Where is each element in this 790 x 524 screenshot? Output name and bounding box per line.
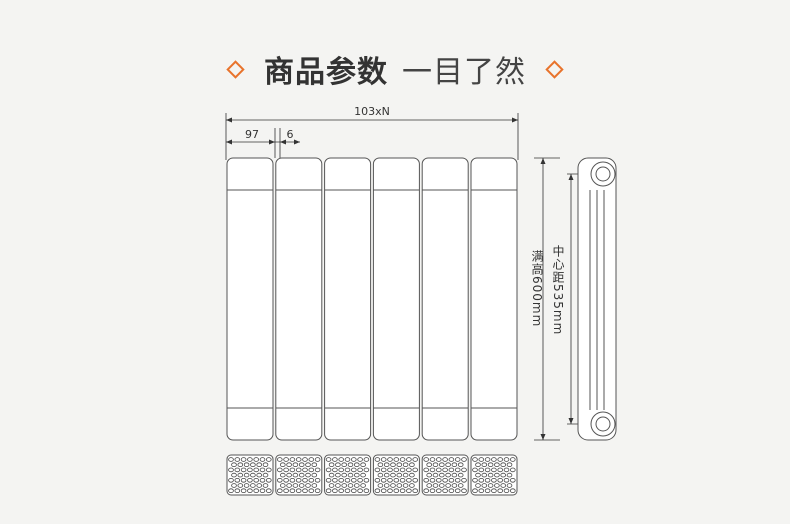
- column-width-label: 97: [245, 128, 259, 141]
- dimension-arrow: [568, 418, 574, 424]
- pipe-connector: [590, 411, 616, 437]
- dimension-arrow: [512, 117, 518, 123]
- section-title: 商品参数 一目了然: [0, 44, 790, 94]
- center-distance-label: 中心距535mm: [551, 245, 565, 336]
- radiator-column-section: [324, 454, 372, 496]
- dimension-arrow: [269, 139, 275, 145]
- radiator-column: [275, 157, 323, 441]
- radiator-column-section: [421, 454, 469, 496]
- gap-label: 6: [287, 128, 294, 141]
- total-width-label: 103xN: [354, 105, 390, 118]
- full-height-label: 满高600mm: [530, 250, 544, 328]
- title-sub: 一目了然: [402, 55, 526, 90]
- dimension-arrow: [226, 139, 232, 145]
- radiator-column-section: [372, 454, 420, 496]
- radiator-column: [324, 157, 372, 441]
- dimension-arrow: [540, 434, 546, 440]
- pipe-connector: [590, 161, 616, 187]
- dimension-arrow: [540, 158, 546, 164]
- radiator-column-section: [470, 454, 518, 496]
- dimension-arrow: [280, 139, 286, 145]
- dimension-arrow: [226, 117, 232, 123]
- dimension-arrow: [294, 139, 300, 145]
- radiator-column: [421, 157, 469, 441]
- radiator-column-section: [275, 454, 323, 496]
- radiator-column: [226, 157, 274, 441]
- title-main: 商品参数: [264, 55, 388, 90]
- radiator-column-section: [226, 454, 274, 496]
- dimension-arrow: [568, 174, 574, 180]
- radiator-column: [372, 157, 420, 441]
- radiator-column: [470, 157, 518, 441]
